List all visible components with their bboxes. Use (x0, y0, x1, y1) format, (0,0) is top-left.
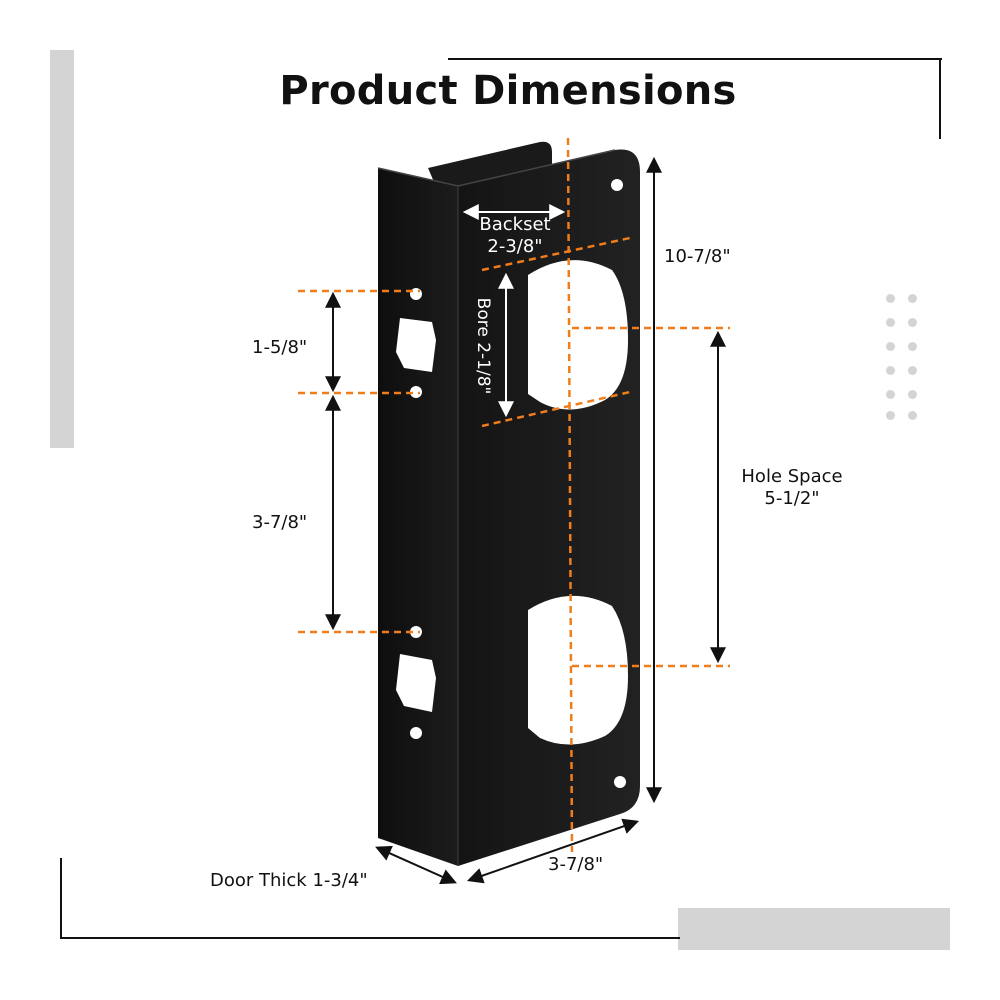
screw-hole-top (611, 179, 623, 191)
orange-guide-lines (298, 137, 730, 853)
frame-line-right (939, 58, 941, 139)
decorative-gray-bar-left (50, 50, 74, 448)
door-thick-label: Door Thick 1-3/4" (210, 870, 368, 891)
height-label: 10-7/8" (664, 246, 731, 267)
page-title: Product Dimensions (279, 68, 737, 114)
door-thick-arrow (375, 845, 457, 885)
side-screw-hole-3 (410, 626, 422, 638)
top-spacing-label: 1-5/8" (252, 337, 308, 358)
latch-hole-lower (396, 654, 436, 712)
screw-hole-bottom (614, 776, 626, 788)
bore-hole-lower (528, 595, 628, 745)
plate-back-flange (428, 141, 552, 196)
backset-name: Backset (479, 214, 551, 235)
latch-hole-upper (396, 318, 436, 372)
plate-side-face (378, 168, 458, 866)
mid-spacing-label: 3-7/8" (252, 512, 308, 533)
bore-hole-upper (528, 260, 628, 410)
frame-line-top (448, 58, 942, 60)
width-label: 3-7/8" (548, 854, 604, 875)
width-arrow (466, 818, 640, 884)
frame-line-left (60, 858, 62, 939)
side-screw-hole-4 (410, 727, 422, 739)
hole-space-name: Hole Space (741, 466, 843, 487)
decorative-gray-bar-bottom (678, 908, 950, 950)
backset-label: Backset 2-3/8" (470, 214, 560, 258)
frame-line-bottom (60, 937, 680, 939)
hole-space-value: 5-1/2" (764, 488, 820, 509)
hole-space-label: Hole Space 5-1/2" (722, 466, 862, 510)
bore-label: Bore 2-1/8" (473, 298, 493, 395)
side-screw-hole-2 (410, 386, 422, 398)
backset-value: 2-3/8" (487, 236, 543, 257)
decorative-dot-grid (886, 294, 922, 422)
